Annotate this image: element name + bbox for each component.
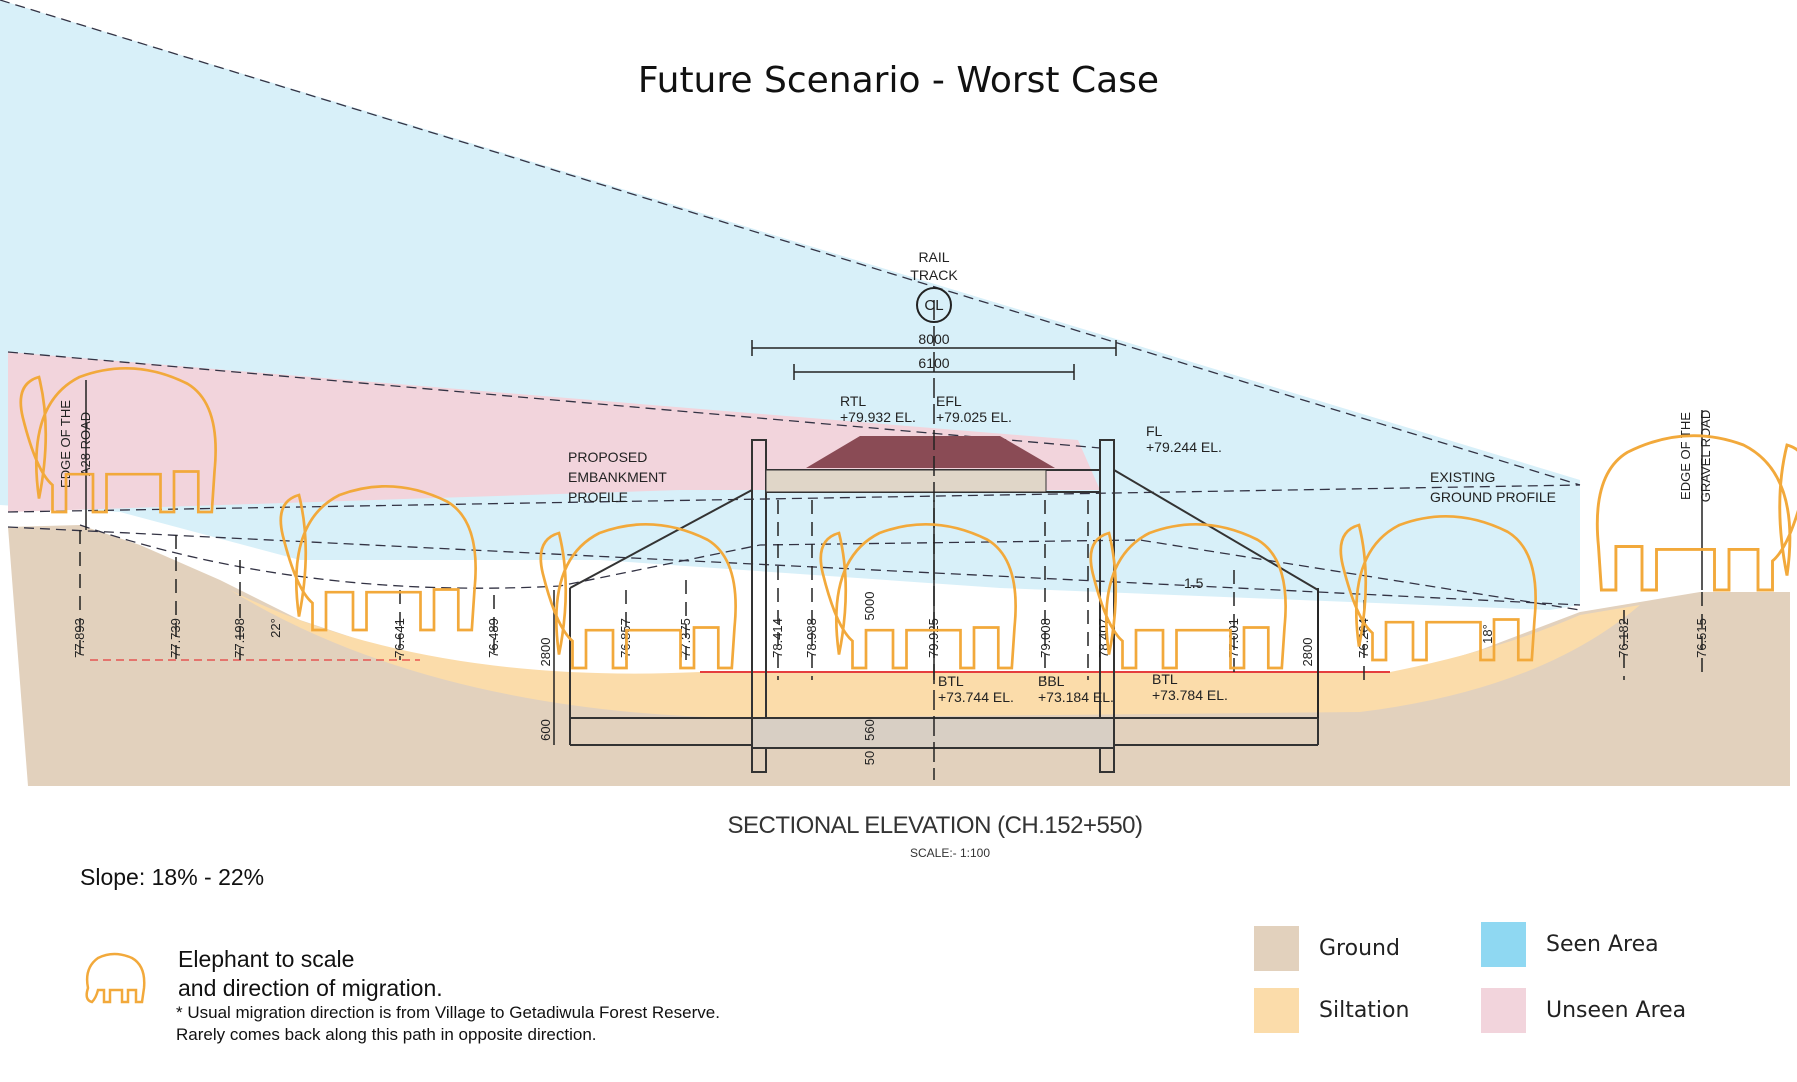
- legend-seen-swatch: [1481, 922, 1526, 967]
- legend-siltation: Siltation: [1254, 988, 1409, 1033]
- siltation-area: [230, 590, 1640, 718]
- elephants: [19, 367, 1797, 670]
- rtl-label: RTL: [840, 393, 866, 409]
- level-label: 78.414: [770, 618, 785, 658]
- embankment-label-2: EMBANKMENT: [568, 469, 667, 485]
- legend-seen-label: Seen Area: [1546, 932, 1659, 957]
- elephant-4: [819, 523, 1017, 670]
- legend-siltation-label: Siltation: [1319, 998, 1410, 1023]
- level-label: 76.515: [1694, 618, 1709, 658]
- angle-left: 22°: [268, 618, 283, 638]
- elephant-2: [279, 485, 477, 632]
- edge-left-label-1: EDGE OF THE: [58, 400, 73, 488]
- dim-2800-right: 2800: [1300, 638, 1315, 667]
- legend-ground-label: Ground: [1319, 936, 1400, 961]
- edge-right-label-2: GRAVEL ROAD: [1698, 410, 1713, 502]
- dim-50: 50: [862, 751, 877, 765]
- ballast: [806, 436, 1055, 468]
- elephant-7: [1595, 434, 1797, 592]
- efl-value: +79.025 EL.: [936, 409, 1012, 425]
- legend-unseen-swatch: [1481, 988, 1526, 1033]
- centerline-label: CL: [924, 297, 943, 314]
- fl-label: FL: [1146, 423, 1163, 439]
- embankment-label-3: PROFILE: [568, 489, 628, 505]
- level-label: 77.001: [1226, 618, 1241, 658]
- level-label: 79.925: [926, 618, 941, 658]
- legend-ground: Ground: [1254, 926, 1400, 971]
- efl-label: EFL: [936, 393, 962, 409]
- elephant-note-line2: and direction of migration.: [178, 975, 443, 1001]
- elephant-subnote: * Usual migration direction is from Vill…: [176, 1002, 720, 1046]
- dim-5000: 5000: [862, 592, 877, 621]
- rail-track-label-2: TRACK: [910, 267, 958, 283]
- elephant-1: [19, 367, 217, 514]
- level-label: 77.739: [168, 618, 183, 658]
- level-label: 76.641: [392, 618, 407, 658]
- legend-siltation-swatch: [1254, 988, 1299, 1033]
- legend-seen-area: Seen Area: [1481, 922, 1659, 967]
- level-label: 78.988: [804, 618, 819, 658]
- scale-note: SCALE:- 1:100: [909, 846, 991, 860]
- edge-left-label-2: A28 ROAD: [78, 412, 93, 476]
- elephant-3: [539, 523, 737, 670]
- centerline-circle: [916, 287, 952, 323]
- legend-ground-swatch: [1254, 926, 1299, 971]
- dim-2800-left: 2800: [538, 638, 553, 667]
- bbl-label: BBL: [1038, 673, 1065, 689]
- ground-area: [8, 525, 1790, 786]
- elephant-note-line1: Elephant to scale: [178, 946, 355, 972]
- btl-right-value: +73.784 EL.: [1152, 687, 1228, 703]
- embankment-fill: [765, 469, 1047, 493]
- btl-right-label: BTL: [1152, 671, 1178, 687]
- bbl-value: +73.184 EL.: [1038, 689, 1114, 705]
- legend-unseen-area: Unseen Area: [1481, 988, 1686, 1033]
- legend-unseen-label: Unseen Area: [1546, 998, 1687, 1023]
- elephant-icon: [85, 952, 146, 1004]
- existing-ground-label-2: GROUND PROFILE: [1430, 489, 1556, 505]
- elephant-6: [1339, 515, 1537, 662]
- section-caption: SECTIONAL ELEVATION (CH.152+550): [727, 812, 1143, 839]
- level-verticals: [79, 300, 1703, 780]
- slope-ratio-label: 1.5: [1184, 575, 1204, 591]
- sightlines: [0, 0, 1581, 611]
- level-label: 77.893: [72, 618, 87, 658]
- elephant-note: Elephant to scale and direction of migra…: [178, 945, 443, 1003]
- edge-right-label-1: EDGE OF THE: [1678, 412, 1693, 500]
- top-dimensions: [751, 340, 1117, 380]
- angle-right: 18°: [1480, 624, 1495, 644]
- dim-560: 560: [862, 719, 877, 741]
- dim-600: 600: [538, 719, 553, 741]
- dim-6100: 6100: [918, 355, 949, 371]
- existing-ground-label-1: EXISTING: [1430, 469, 1495, 485]
- level-label: 77.198: [232, 618, 247, 658]
- fl-value: +79.244 EL.: [1146, 439, 1222, 455]
- elephant-5: [1089, 523, 1287, 670]
- level-label: 76.182: [1616, 618, 1631, 658]
- level-label: 79.008: [1038, 618, 1053, 658]
- rail-track-label-1: RAIL: [918, 249, 949, 265]
- btl-left-value: +73.744 EL.: [938, 689, 1014, 705]
- elephant-subnote-line1: * Usual migration direction is from Vill…: [176, 1003, 720, 1022]
- btl-left-label: BTL: [938, 673, 964, 689]
- page-title: Future Scenario - Worst Case: [637, 60, 1160, 101]
- drawing-labels: RAIL TRACK CL 8000 6100 RTL +79.932 EL. …: [568, 249, 1556, 705]
- slope-text: Slope: 18% - 22%: [80, 864, 265, 890]
- rtl-value: +79.932 EL.: [840, 409, 916, 425]
- level-label: 76.489: [486, 618, 501, 658]
- elephant-subnote-line2: Rarely comes back along this path in opp…: [176, 1025, 597, 1044]
- dim-8000: 8000: [918, 331, 949, 347]
- embankment-label-1: PROPOSED: [568, 449, 647, 465]
